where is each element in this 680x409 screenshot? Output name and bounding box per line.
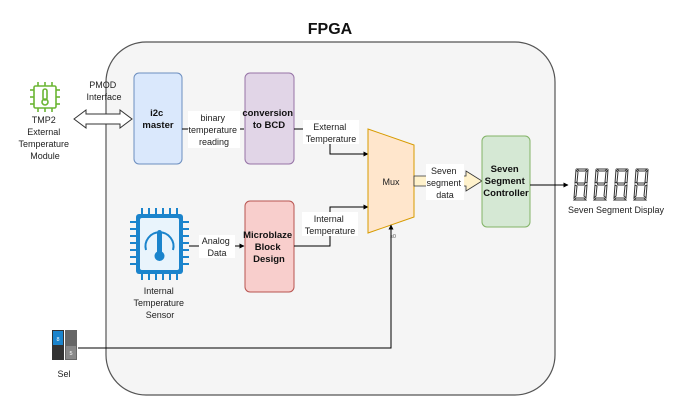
mux-block bbox=[367, 128, 415, 234]
sel-line bbox=[78, 224, 394, 349]
seven-segment-controller-label: Seven Segment Controller bbox=[483, 164, 529, 199]
seven-segment-data-label: Seven segment data bbox=[426, 166, 463, 200]
seven-segment-display-icon bbox=[572, 168, 649, 201]
pmod-label: PMOD Interface bbox=[86, 80, 121, 102]
tmp2-module-icon bbox=[30, 82, 60, 112]
mux-label: Mux bbox=[382, 177, 400, 187]
analog-data-label: Analog Data bbox=[202, 236, 233, 258]
conversion-bcd-block bbox=[244, 72, 295, 165]
internal-temp-label: Internal Temperature bbox=[305, 214, 356, 236]
internal-sensor-chip-icon bbox=[130, 208, 189, 280]
external-temp-label: External Temperature bbox=[306, 122, 357, 144]
svg-text:8: 8 bbox=[56, 337, 59, 343]
mux-sel-label: s0 bbox=[390, 234, 396, 240]
i2c-master-block bbox=[133, 72, 183, 165]
seven-segment-display-label: Seven Segment Display bbox=[568, 205, 665, 215]
conversion-bcd-label: conversion to BCD bbox=[242, 108, 295, 131]
binary-reading-label: binary temperature reading bbox=[188, 113, 239, 147]
sel-switch-icon: 8 5 bbox=[52, 330, 77, 360]
internal-sensor-label: Internal Temperature Sensor bbox=[133, 286, 186, 320]
pmod-bidirectional-arrow bbox=[73, 109, 133, 129]
svg-text:5: 5 bbox=[69, 351, 72, 357]
sel-label: Sel bbox=[57, 369, 70, 379]
tmp2-label: TMP2 External Temperature Module bbox=[18, 115, 71, 161]
fpga-title: FPGA bbox=[308, 21, 353, 38]
i2c-master-label: i2c master bbox=[142, 108, 173, 131]
seven-segment-controller-block bbox=[481, 135, 531, 228]
microblaze-label: Microblaze Block Design bbox=[243, 230, 295, 265]
